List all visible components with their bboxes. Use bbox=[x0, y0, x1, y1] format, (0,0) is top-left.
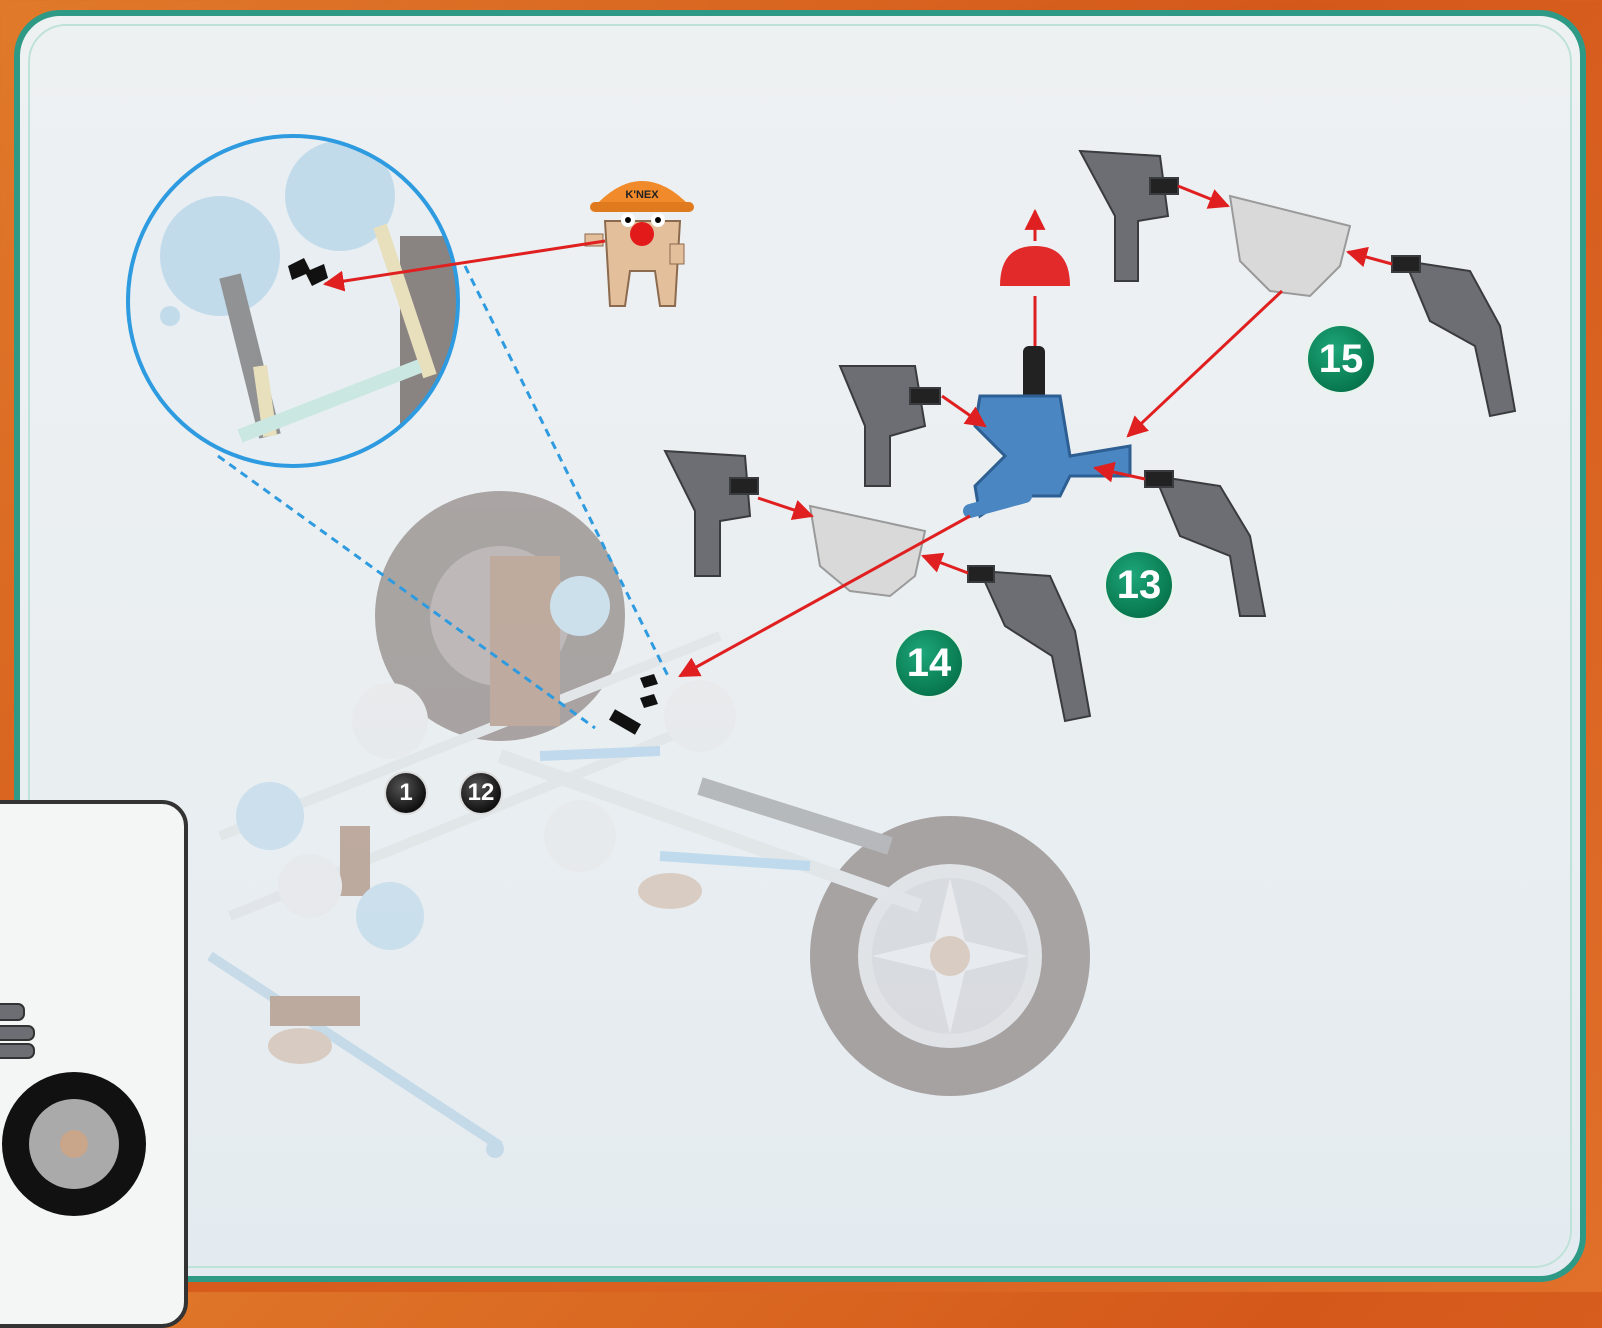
completed-model-ghost bbox=[210, 491, 1090, 1158]
range-start-badge: 1 bbox=[386, 773, 426, 813]
step-number-14: 14 bbox=[896, 630, 962, 696]
adjacent-page-card bbox=[0, 800, 188, 1328]
red-cap-part bbox=[1000, 211, 1070, 346]
range-end-badge: 12 bbox=[461, 773, 501, 813]
attachment-point bbox=[609, 674, 658, 735]
blue-hub-connector bbox=[970, 346, 1130, 516]
front-wheel bbox=[810, 816, 1090, 1096]
mascot-hat-text: K'NEX bbox=[625, 189, 659, 201]
instruction-page: K'NEX bbox=[14, 10, 1586, 1282]
step-number-15: 15 bbox=[1308, 326, 1374, 392]
step-15-parts bbox=[1080, 151, 1515, 436]
assembly-scene: K'NEX bbox=[20, 16, 1580, 1276]
adjacent-page-wheel bbox=[0, 804, 184, 1324]
knex-mascot: K'NEX bbox=[585, 181, 694, 306]
step-number-13: 13 bbox=[1106, 552, 1172, 618]
